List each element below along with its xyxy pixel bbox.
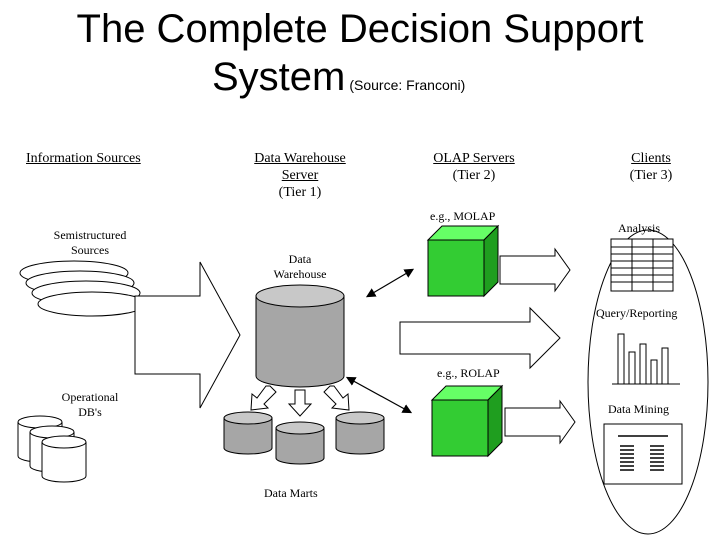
etl-load: load	[139, 331, 161, 345]
serve-bottom-label: serve	[527, 414, 553, 428]
slide-title-line-2-wrapper: System (Source: Franconi)	[212, 56, 465, 98]
header-dw-server-line-3: (Tier 1)	[278, 185, 322, 200]
data-mart-cylinders	[223, 411, 385, 465]
data-warehouse-cylinder	[255, 284, 345, 388]
analysis-label: Analysis	[618, 221, 660, 235]
header-olap-servers-line-1: OLAP Servers	[433, 151, 515, 166]
semistructured-line-2: Sources	[71, 243, 109, 257]
slide-title-line-1: The Complete Decision Support	[76, 7, 644, 51]
semistructured-sources-label: Semistructured Sources	[30, 228, 150, 258]
operational-line-1: Operational	[61, 390, 119, 404]
data-marts-label: Data Marts	[264, 486, 318, 500]
header-clients-line-2: (Tier 3)	[629, 168, 673, 183]
header-olap-servers: OLAP Servers (Tier 2)	[404, 150, 544, 184]
slide-title-line-2: System	[212, 55, 346, 99]
header-clients-line-1: Clients	[631, 151, 671, 166]
clients-ellipse	[587, 229, 709, 535]
data-mart-arrows	[250, 385, 350, 417]
etl-extract: extract	[139, 299, 173, 313]
title-source: (Source: Franconi)	[349, 77, 466, 93]
molap-cube	[426, 224, 500, 298]
analysis-table-icon	[610, 238, 674, 292]
dw-molap-arrow	[365, 268, 415, 298]
header-dw-server-line-1: Data Warehouse	[254, 151, 346, 166]
serve-top-label: serve	[525, 263, 551, 277]
header-dw-server: Data Warehouse Server (Tier 1)	[230, 150, 370, 201]
data-warehouse-line-1: Data	[288, 252, 312, 266]
header-information-sources: Information Sources	[26, 151, 141, 166]
data-warehouse-line-2: Warehouse	[273, 267, 327, 281]
operational-db-icon	[17, 415, 87, 483]
etl-etc: etc.	[139, 363, 156, 377]
data-mining-document-icon	[603, 423, 683, 485]
query-reporting-chart-icon	[612, 333, 680, 385]
query-reporting-label: Query/Reporting	[596, 306, 678, 320]
etl-refresh: refresh	[139, 347, 173, 361]
data-mining-label: Data Mining	[608, 402, 669, 416]
operational-dbs-label: Operational DB's	[40, 390, 140, 420]
operational-line-2: DB's	[78, 405, 102, 419]
dw-rolap-arrow	[345, 376, 413, 414]
header-olap-servers-line-2: (Tier 2)	[452, 168, 496, 183]
data-warehouse-label: Data Warehouse	[250, 252, 350, 282]
rolap-label: e.g., ROLAP	[437, 366, 500, 380]
header-dw-server-line-2: Server	[281, 168, 319, 183]
etl-transform: transform	[139, 315, 187, 329]
serve-middle-label: serve	[452, 330, 482, 345]
molap-label: e.g., MOLAP	[430, 209, 496, 223]
semistructured-line-1: Semistructured	[53, 228, 127, 242]
etl-steps: extract transform load refresh etc.	[139, 298, 186, 378]
rolap-cube	[430, 384, 504, 458]
semistructured-sources-icon	[19, 260, 147, 317]
header-clients: Clients (Tier 3)	[596, 150, 706, 184]
